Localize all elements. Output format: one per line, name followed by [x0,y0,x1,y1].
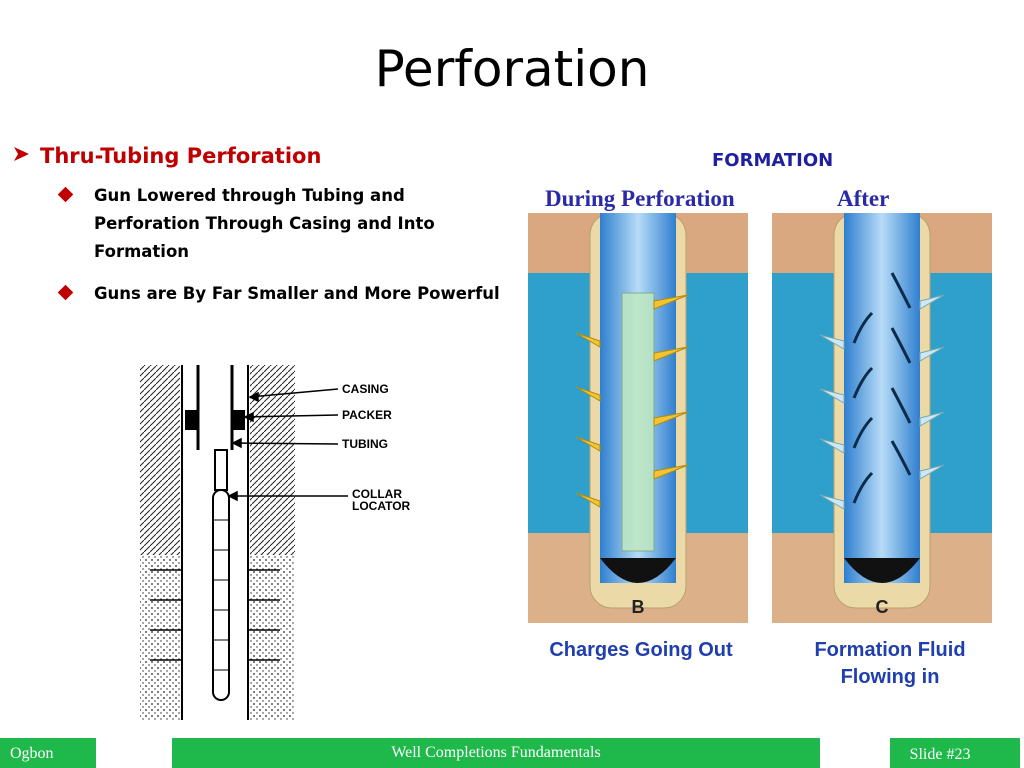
during-perforation-illustration: B [528,213,748,623]
sub-bullet-1-line-1: Gun Lowered through Tubing and [94,186,405,205]
arrow-bullet-icon [12,144,40,168]
tubing-label: TUBING [342,437,388,451]
sub-bullet-1: Gun Lowered through Tubing and Perforati… [57,182,490,266]
panel-c-letter: C [876,597,889,617]
footer-slide-number: Slide #23 [909,746,971,763]
sub-bullet-2: Guns are By Far Smaller and More Powerfu… [57,280,510,308]
footer-course: Well Completions Fundamentals [391,744,601,761]
sub-bullet-2-line-1: Guns are By Far Smaller and More Powerfu… [94,284,500,303]
fluid-caption-line-1: Formation Fluid [814,639,966,661]
main-bullet: Thru-Tubing Perforation [12,144,321,168]
diamond-bullet-icon [57,186,74,203]
panel-b-letter: B [632,597,645,617]
collar-label: COLLAR [352,487,402,501]
thru-tubing-wellbore-diagram: CASING PACKER TUBING COLLAR LOCATOR [140,365,411,720]
diamond-bullet-icon [57,284,74,301]
after-label: After [837,186,890,211]
fluid-caption: Formation Fluid Flowing in [790,637,990,691]
sub-bullet-1-line-2: Perforation Through Casing and Into [94,214,435,233]
footer-course-block [172,738,820,768]
after-perforation-illustration: C [772,213,992,623]
packer-label: PACKER [342,408,392,422]
casing-label: CASING [342,382,389,396]
locator-label: LOCATOR [352,499,411,513]
fluid-caption-line-2: Flowing in [840,666,940,688]
formation-label: FORMATION [712,150,834,171]
sub-bullet-1-line-3: Formation [94,242,190,261]
charges-caption: Charges Going Out [528,637,754,664]
footer-slide-block [890,738,1020,768]
footer-author: Ogbon [10,745,54,762]
main-bullet-text: Thru-Tubing Perforation [40,144,322,168]
during-perforation-label: During Perforation [545,186,735,211]
charges-caption-line-1: Charges Going Out [549,639,733,661]
footer-author-block [0,738,96,768]
slide-title: Perforation [374,40,650,98]
